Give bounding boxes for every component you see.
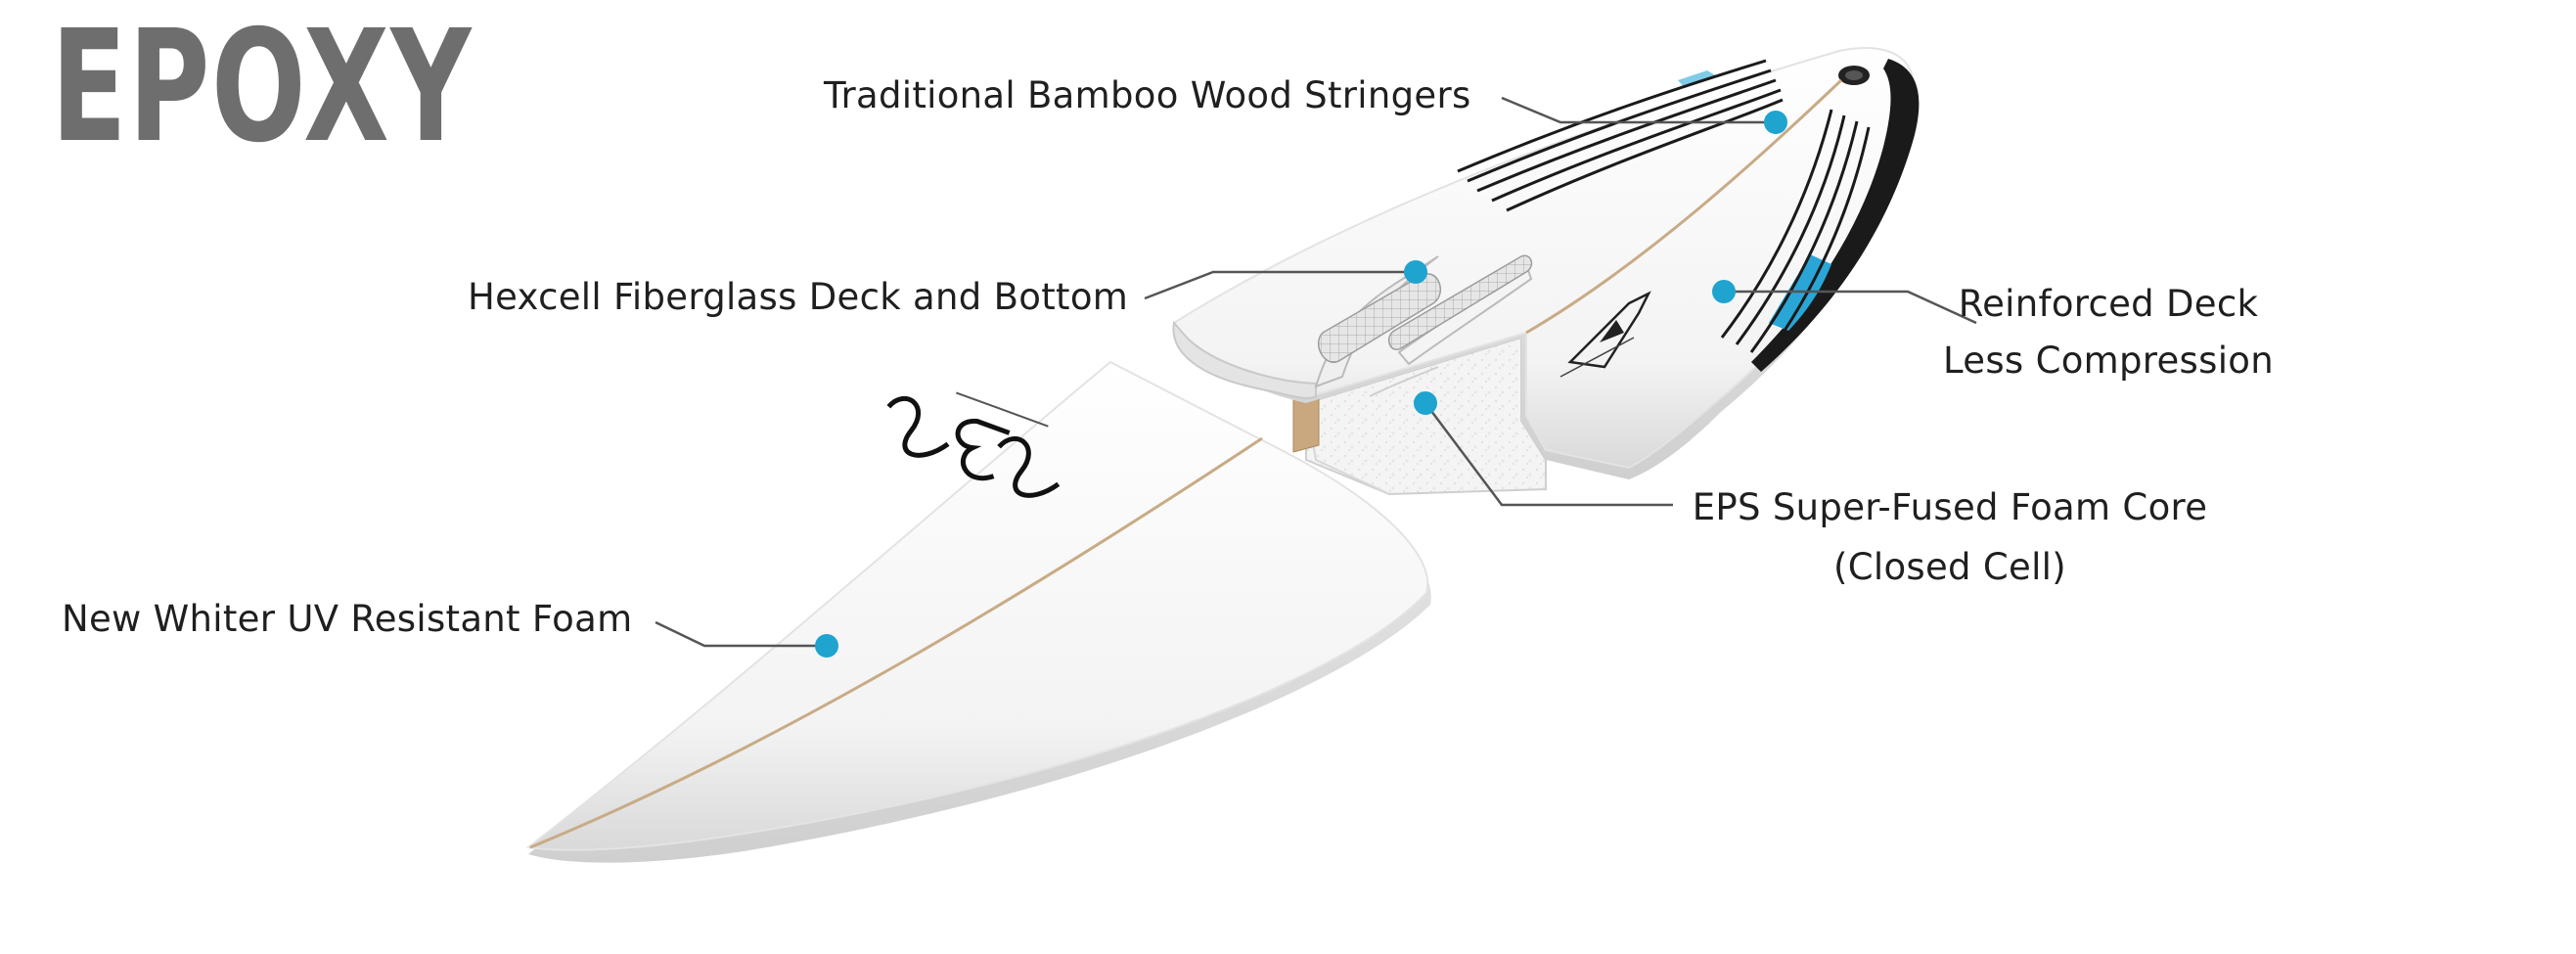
label-reinforced-line1: Reinforced Deck xyxy=(1958,283,2259,325)
dot-reinforced xyxy=(1712,280,1736,303)
tail-pinlines xyxy=(1457,59,1871,358)
nose-stringer xyxy=(529,436,1263,849)
hexcell-mesh-1 xyxy=(1317,273,1442,363)
label-hexcell: Hexcell Fiberglass Deck and Bottom xyxy=(468,276,1129,318)
leader-foam xyxy=(655,620,827,648)
dot-eps xyxy=(1414,391,1437,415)
leader-lines xyxy=(655,96,1977,648)
page-title: EPOXY xyxy=(51,0,474,177)
dot-stringers xyxy=(1764,111,1787,134)
label-reinforced-line2: Less Compression xyxy=(1943,340,2274,382)
hexcell-mesh-2 xyxy=(1387,254,1533,350)
callout-dots xyxy=(815,111,1787,658)
label-stringers: Traditional Bamboo Wood Stringers xyxy=(824,74,1471,116)
dot-foam xyxy=(815,634,838,658)
tail-stringer xyxy=(1525,78,1843,335)
dot-hexcell xyxy=(1404,260,1427,284)
label-foam: New Whiter UV Resistant Foam xyxy=(62,598,633,640)
tail-section xyxy=(1172,47,1920,479)
sbs-logo xyxy=(886,391,1061,498)
leader-eps xyxy=(1424,402,1673,507)
leader-stringers xyxy=(1501,96,1776,124)
nose-deck xyxy=(525,360,1429,851)
leader-hexcell xyxy=(1144,270,1416,300)
leader-reinforced xyxy=(1724,290,1977,325)
leash-plug-icon xyxy=(1838,66,1870,85)
bottom-shell xyxy=(1172,320,1317,399)
label-eps-line2: (Closed Cell) xyxy=(1833,546,2066,588)
label-eps-line1: EPS Super-Fused Foam Core xyxy=(1692,486,2208,528)
shark-logo-icon xyxy=(1559,291,1651,378)
cutaway-layers xyxy=(1172,254,1533,399)
tail-rail-band xyxy=(1751,59,1920,372)
nose-section xyxy=(525,360,1431,863)
